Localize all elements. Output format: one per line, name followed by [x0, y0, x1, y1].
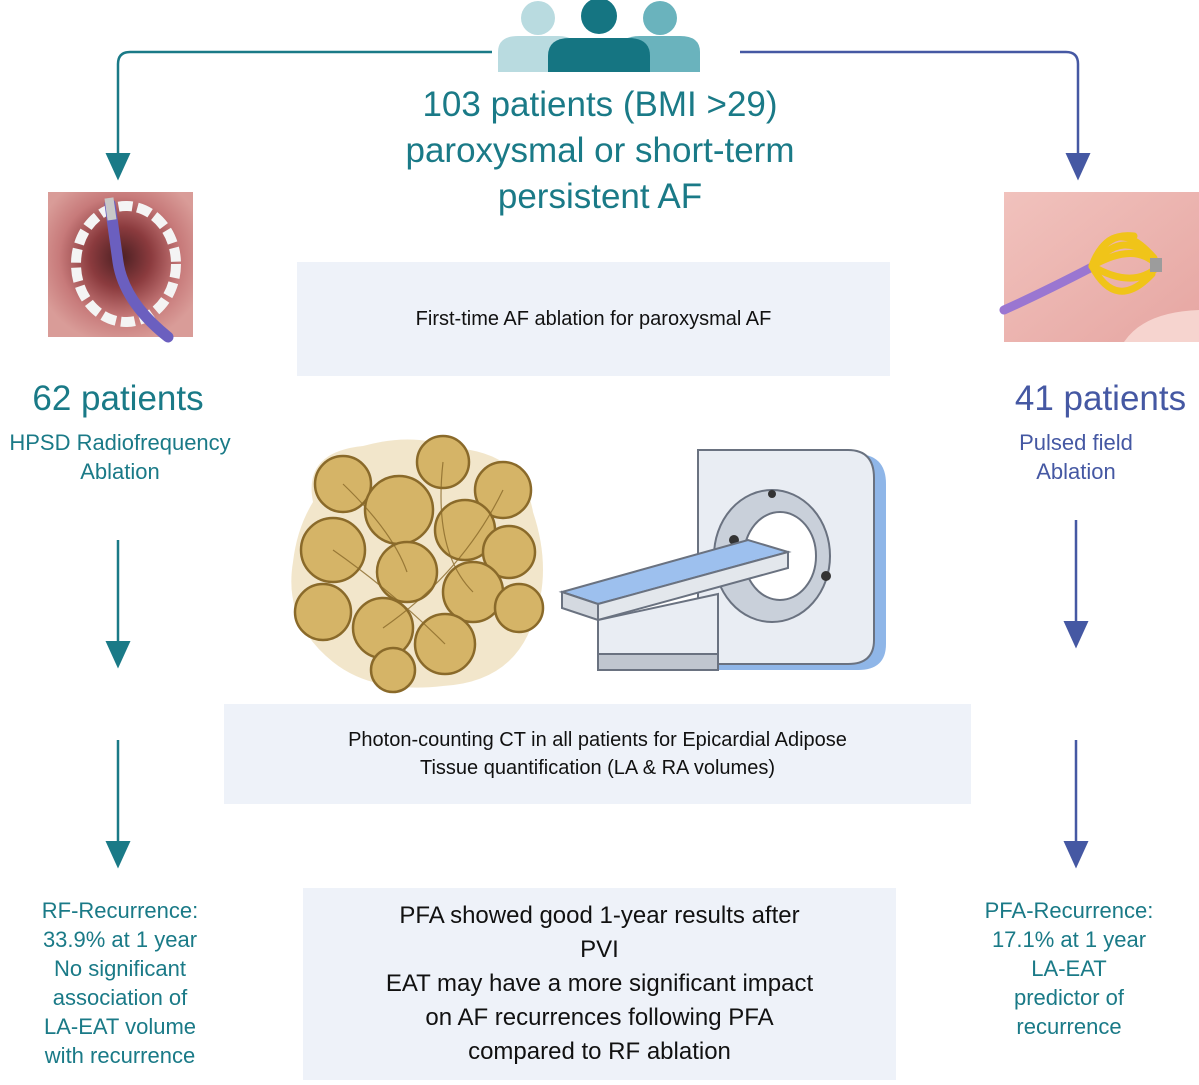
patient-group-icon — [498, 0, 700, 72]
rf-result-line: LA-EAT volume — [43, 1014, 197, 1039]
rf-method-label: HPSD Radiofrequency Ablation — [0, 428, 240, 486]
rf-result-line: 33.9% at 1 year — [42, 927, 198, 952]
ablation-step-box: First-time AF ablation for paroxysmal AF — [297, 262, 890, 376]
arrow-to-left-branch — [105, 50, 492, 181]
rf-group-count-text: 62 patients — [32, 379, 204, 418]
ablation-step-text: First-time AF ablation for paroxysmal AF — [415, 307, 772, 330]
conclusion-line: on AF recurrences following PFA — [425, 1004, 774, 1031]
ct-step-box: Photon-counting CT in all patients for E… — [224, 704, 971, 804]
rf-method-line: HPSD Radiofrequency — [9, 430, 231, 455]
pfa-group-count-text: 41 patients — [1014, 379, 1187, 418]
pfa-method-line: Pulsed field — [1019, 430, 1133, 455]
rf-catheter-illustration — [48, 192, 193, 343]
pfa-result-line: LA-EAT — [1031, 956, 1107, 981]
rf-group-count: 62 patients — [0, 378, 236, 420]
conclusion-line: PFA showed good 1-year results after — [399, 902, 800, 929]
pfa-result: PFA-Recurrence: 17.1% at 1 year LA-EAT p… — [964, 896, 1174, 1041]
pfa-result-line: recurrence — [1016, 1014, 1122, 1039]
pfa-result-line: predictor of — [1013, 985, 1125, 1010]
adipose-tissue-illustration — [291, 434, 545, 694]
ct-step-line: Photon-counting CT in all patients for E… — [348, 729, 847, 751]
pfa-group-count: 41 patients — [1002, 378, 1199, 420]
cohort-title: 103 patients (BMI >29) paroxysmal or sho… — [370, 82, 830, 220]
rf-result: RF-Recurrence: 33.9% at 1 year No signif… — [0, 896, 240, 1070]
rf-result-line: RF-Recurrence: — [41, 898, 199, 923]
pfa-result-line: 17.1% at 1 year — [991, 927, 1147, 952]
rf-result-line: No significant — [53, 956, 187, 981]
cohort-title-line: paroxysmal or short-term — [405, 131, 795, 170]
pfa-catheter-illustration — [999, 192, 1199, 342]
rf-result-line: association of — [52, 985, 188, 1010]
rf-method-line: Ablation — [80, 459, 160, 484]
ct-scanner-illustration — [558, 449, 886, 671]
conclusion-line: PVI — [580, 936, 619, 963]
arrow-to-right-branch — [740, 50, 1091, 181]
cohort-title-line: persistent AF — [497, 177, 703, 216]
ct-step-line: Tissue quantification (LA & RA volumes) — [420, 757, 775, 779]
pfa-result-line: PFA-Recurrence: — [984, 898, 1154, 923]
pfa-method-line: Ablation — [1036, 459, 1116, 484]
conclusion-box: PFA showed good 1-year results after PVI… — [303, 888, 896, 1080]
pfa-method-label: Pulsed field Ablation — [986, 428, 1166, 486]
rf-result-line: with recurrence — [44, 1043, 196, 1068]
conclusion-line: EAT may have a more significant impact — [385, 970, 814, 997]
cohort-title-line: 103 patients (BMI >29) — [422, 85, 778, 124]
conclusion-line: compared to RF ablation — [468, 1038, 731, 1065]
